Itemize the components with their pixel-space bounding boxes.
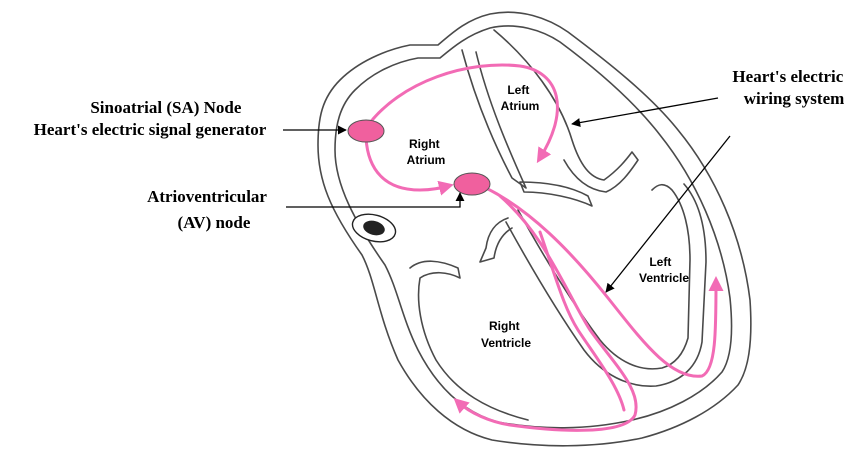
wiring-label-line2: wiring system <box>744 89 845 108</box>
right-atrium-label: Right Atrium <box>407 137 446 167</box>
mitral-valve <box>520 182 592 206</box>
atrial-septum <box>462 50 526 188</box>
sa-node-label: Sinoatrial (SA) Node Heart's electric si… <box>34 98 267 139</box>
sa-node <box>348 120 384 142</box>
av-node-label-line1: Atrioventricular <box>147 187 267 206</box>
ventricular-septum-inner <box>506 184 706 386</box>
left-atrium-label-line2: Atrium <box>501 99 540 113</box>
left-atrium-label: Left Atrium <box>501 83 540 113</box>
left-ventricle-label-line2: Ventricle <box>639 271 689 285</box>
left-ventricle-label-line1: Left <box>649 255 671 269</box>
av-node-label-line2: (AV) node <box>178 213 251 232</box>
wiring-label-line1: Heart's electric <box>732 67 843 86</box>
right-atrium-label-line2: Atrium <box>407 153 446 167</box>
conduction-system <box>366 65 716 430</box>
wiring-label: Heart's electric wiring system <box>732 67 847 108</box>
right-ventricle-label: Right Ventricle <box>481 319 531 350</box>
right-ventricle-label-line2: Ventricle <box>481 336 531 350</box>
right-ventricle-label-line1: Right <box>489 319 520 333</box>
left-atrium-label-line1: Left <box>507 83 529 97</box>
av-node <box>454 173 490 195</box>
path-septal-branch <box>540 232 624 410</box>
left-ventricle-label: Left Ventricle <box>639 255 689 285</box>
av-node-pointer-arrow <box>286 193 460 207</box>
wiring-pointer-arrow-top <box>572 98 718 124</box>
heart-outline <box>318 12 751 446</box>
av-node-label: Atrioventricular (AV) node <box>147 187 271 232</box>
right-atrium-label-line1: Right <box>409 137 440 151</box>
sa-node-label-line2: Heart's electric signal generator <box>34 120 267 139</box>
sa-node-label-line1: Sinoatrial (SA) Node <box>90 98 242 117</box>
